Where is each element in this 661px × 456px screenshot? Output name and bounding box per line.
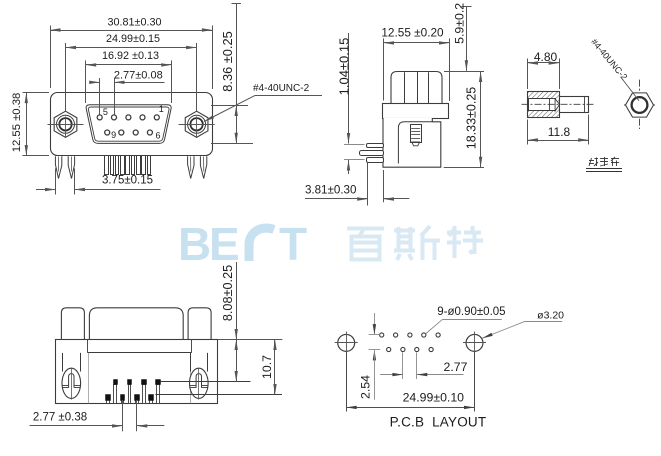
svg-text:10.7: 10.7 bbox=[260, 355, 274, 379]
svg-text:2.77: 2.77 bbox=[444, 360, 468, 374]
svg-text:2.77 ±0.38: 2.77 ±0.38 bbox=[33, 412, 87, 424]
svg-text:5: 5 bbox=[103, 107, 108, 117]
svg-text:1: 1 bbox=[159, 104, 164, 114]
svg-text:4.80: 4.80 bbox=[534, 50, 558, 64]
svg-text:8.36 ±0.25: 8.36 ±0.25 bbox=[220, 31, 235, 91]
svg-text:ø3.20: ø3.20 bbox=[537, 309, 564, 321]
svg-text:12.55 ±0.38: 12.55 ±0.38 bbox=[11, 93, 23, 153]
svg-text:#4-40UNC-2: #4-40UNC-2 bbox=[589, 37, 629, 82]
svg-text:T: T bbox=[279, 218, 307, 270]
svg-text:P.C.B LAYOUT: P.C.B LAYOUT bbox=[390, 414, 487, 429]
svg-text:30.81±0.30: 30.81±0.30 bbox=[108, 16, 162, 28]
svg-text:2.77±0.08: 2.77±0.08 bbox=[114, 69, 163, 81]
svg-text:9-ø0.90±0.05: 9-ø0.90±0.05 bbox=[437, 306, 505, 318]
svg-text:24.99±0.10: 24.99±0.10 bbox=[403, 391, 465, 405]
svg-text:12.55 ±0.20: 12.55 ±0.20 bbox=[381, 26, 444, 40]
svg-text:24.99±0.15: 24.99±0.15 bbox=[106, 33, 160, 45]
svg-text:3.81±0.30: 3.81±0.30 bbox=[305, 183, 357, 196]
svg-text:#4-40UNC-2: #4-40UNC-2 bbox=[253, 83, 310, 94]
svg-text:16.92 ±0.13: 16.92 ±0.13 bbox=[102, 50, 159, 62]
svg-text:9: 9 bbox=[111, 130, 116, 140]
svg-text:3.75±0.15: 3.75±0.15 bbox=[102, 174, 153, 186]
svg-text:B: B bbox=[178, 218, 211, 270]
svg-text:E: E bbox=[209, 218, 240, 270]
svg-text:1.04±0.15: 1.04±0.15 bbox=[337, 38, 352, 96]
svg-text:8.08±0.25: 8.08±0.25 bbox=[221, 265, 235, 321]
svg-text:6: 6 bbox=[155, 130, 160, 140]
svg-text:11.8: 11.8 bbox=[548, 125, 571, 139]
svg-text:2.54: 2.54 bbox=[359, 375, 373, 399]
svg-text:18.33±0.25: 18.33±0.25 bbox=[465, 87, 479, 150]
svg-text:5.9±0.2: 5.9±0.2 bbox=[452, 3, 466, 44]
